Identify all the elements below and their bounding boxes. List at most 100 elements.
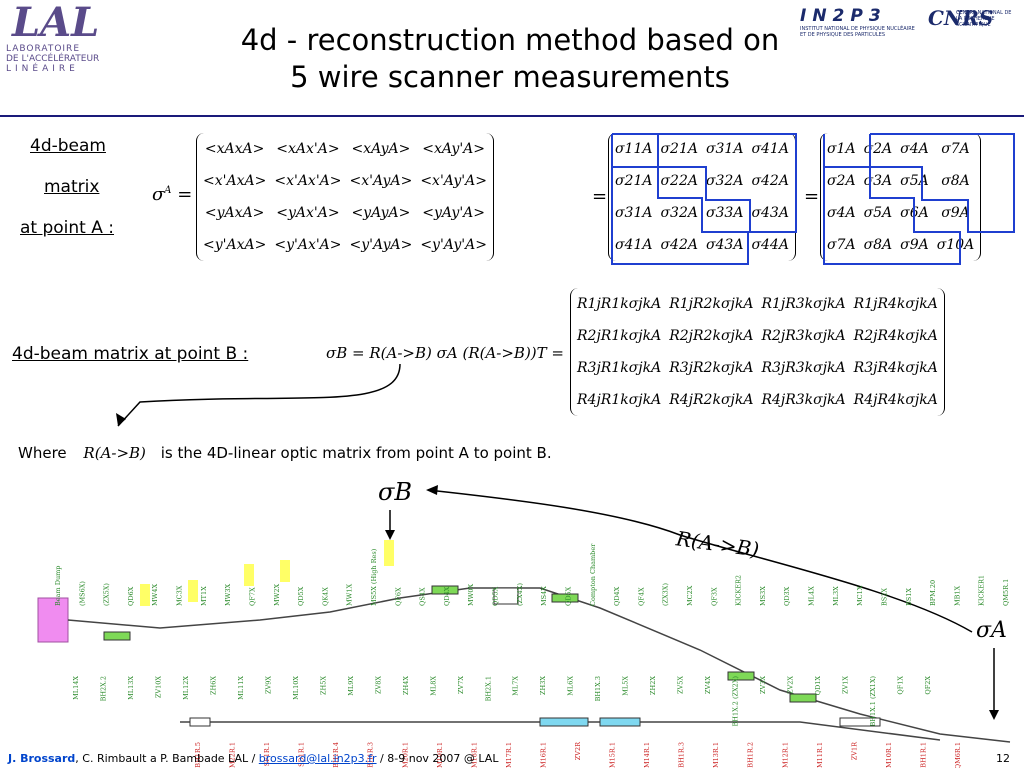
moment-row: <xAxA><xAx'A><xAyA><xAy'A> [199, 133, 491, 165]
r-product-cell: R1jR4kσjkA [853, 296, 938, 312]
lal-logo-mark: LAL [12, 0, 100, 46]
lattice-element-label: ML3X [832, 586, 840, 606]
moment-row: <y'AxA><y'Ax'A><y'AyA><y'Ay'A> [199, 229, 491, 261]
lattice-element-label: MS5X (High Res) [370, 548, 378, 606]
sigma-ij-cell: σ21A [615, 173, 653, 189]
sigma-n-cell: σ4A [900, 141, 929, 157]
sigma-ij-cell: σ42A [660, 237, 698, 253]
lattice-element-label: QM18R.1 [470, 742, 478, 768]
lattice-element-label: ML4X [808, 586, 816, 606]
lattice-element-label: ML7X [512, 676, 520, 696]
magnet-bh1x2 [727, 671, 755, 681]
r-product-cell: R4jR1kσjkA [577, 392, 662, 408]
magnet-bh2x2 [103, 631, 131, 641]
lattice-element-label: QD1X [814, 676, 822, 696]
moment-cell: <y'AyA> [349, 237, 413, 253]
lal-logo-line2: DE L'ACCÉLÉRATEUR [6, 54, 100, 64]
sigma-ij-cell: σ44A [751, 237, 789, 253]
lattice-element-label: ZV4X [704, 676, 712, 694]
sigma-ij-cell: σ21A [660, 141, 698, 157]
transfer-arrow [427, 489, 973, 633]
r-product-cell: R4jR2kσjkA [669, 392, 754, 408]
slide-title-line2: 5 wire scanner measurements [290, 60, 730, 94]
magnet-bh1x3 [551, 593, 579, 603]
lattice-element-label: QD3X [783, 586, 791, 606]
r-product-cell: R4jR4kσjkA [853, 392, 938, 408]
lattice-element-label: BH1X.3 [594, 676, 602, 701]
lattice-element-label: (MS6X) [78, 581, 86, 606]
wire-scanner-mw1x [280, 560, 290, 582]
lattice-element-label: QM15R.1 [609, 742, 617, 768]
moment-cell: <xAy'A> [422, 141, 486, 157]
lattice-element-label: (ZX4X) [516, 583, 524, 606]
lattice-element-label: KICKER1 [978, 575, 986, 606]
sigma-n-cell: σ1A [827, 141, 856, 157]
wire-scanner-mw4x [140, 584, 150, 606]
lattice-element-label: QF4X [637, 587, 645, 606]
sigma-ij-cell: σ42A [751, 173, 789, 189]
r-product-cell: R1jR3kσjkA [761, 296, 846, 312]
sigma-ij-cell: σ43A [751, 205, 789, 221]
cnrs-logo-sub: CENTRE NATIONAL DE LA RECHERCHE SCIENTIF… [956, 10, 1012, 28]
lattice-element-label: QM20R.1 [401, 742, 409, 768]
sigma-a-lhs: σA = [152, 184, 192, 205]
moment-cell: <x'AxA> [203, 173, 267, 189]
lattice-element-label: BH1R.5 [194, 742, 202, 768]
section-a-label-line3: at point A : [20, 218, 115, 238]
lattice-element-label: QK4X [321, 587, 329, 606]
sigma-n-cell: σ8A [941, 173, 970, 189]
lattice-element-label: QM22R.1 [229, 742, 237, 768]
lattice-sigma-a: σA [976, 618, 1007, 643]
lattice-element-label: QF1X [897, 676, 905, 695]
sigma-a-sup: A [164, 185, 172, 196]
lattice-element-label: QD6X [127, 586, 135, 606]
where-text: is the 4D-linear optic matrix from point… [160, 444, 552, 462]
lattice-element-label: ZV1R [850, 741, 858, 760]
page-number: 12 [996, 752, 1010, 765]
lattice-element-label: ML5X [622, 676, 630, 696]
sigma-n-cell: σ10A [936, 237, 975, 253]
lattice-element-label: MW1X [346, 584, 354, 606]
r-product-cell: R3jR1kσjkA [577, 360, 662, 376]
lattice-element-label: QM16R.1 [539, 742, 547, 768]
cnrs-logo: CNRS CENTRE NATIONAL DE LA RECHERCHE SCI… [928, 6, 1020, 50]
wire-scanner-mw0x [384, 540, 394, 566]
lattice-element-label: MS3X [759, 586, 767, 606]
sigma-ij-triangle-outline [612, 133, 797, 233]
footer-email[interactable]: brossard@lal.in2p3.fr [258, 752, 377, 765]
ring-dipole-2 [539, 717, 589, 727]
magnet-bh1x1 [789, 693, 817, 703]
lattice-element-label: QD4X [613, 586, 621, 606]
lattice-element-label: BH1R.1 [919, 742, 927, 768]
lattice-element-label: ZV7X [457, 676, 465, 694]
moment-cell: <yAx'A> [276, 205, 340, 221]
lattice-element-label: ML6X [567, 676, 575, 696]
sigma-n-triangle-outline [869, 133, 1015, 233]
moment-cell: <y'AxA> [203, 237, 267, 253]
lattice-element-label: MW4X [151, 584, 159, 606]
in2p3-logo-mark: IN2P3 [800, 6, 887, 26]
lattice-element-label: ZH6X [209, 676, 217, 695]
lal-logo-line1: LABORATOIRE [6, 44, 80, 54]
sigma-n-cell: σ4A [827, 205, 856, 221]
lattice-element-label: QD5X [297, 586, 305, 606]
sigma-ij-lower-outline [611, 134, 749, 265]
moment-cell: <xAyA> [351, 141, 411, 157]
lattice-element-label: ZV2X [787, 676, 795, 694]
moment-cell: <yAyA> [351, 205, 411, 221]
magnet-bh2x1 [431, 585, 459, 595]
lattice-element-label: BPM.20 [929, 580, 937, 606]
lattice-element-label: BH2X.2 [99, 676, 107, 701]
equals-sign: = [177, 184, 193, 205]
slide-title-line1: 4d - reconstruction method based on [240, 23, 780, 57]
lal-logo: LAL LABORATOIRE DE L'ACCÉLÉRATEUR LINÉAI… [6, 0, 124, 75]
moment-cell: <yAy'A> [422, 205, 486, 221]
